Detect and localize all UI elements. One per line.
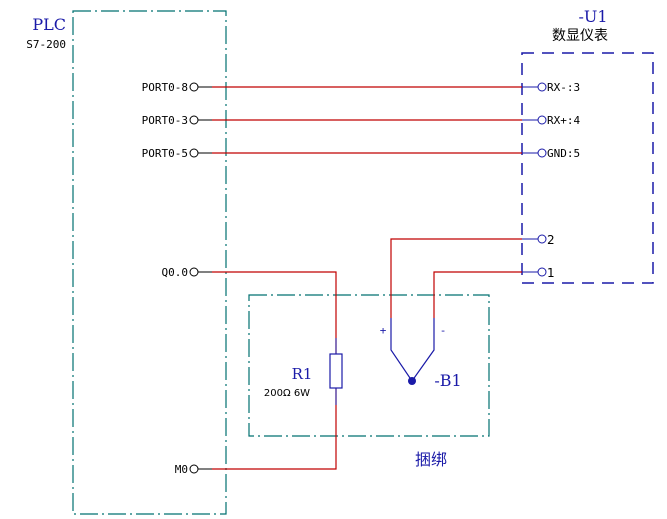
terminal-label: PORT0-8 [142,81,188,94]
meter-terminal-rx-minus: RX-:3 [522,81,580,94]
terminal-label: GND:5 [547,147,580,160]
wire-r1-to-m0 [212,388,337,470]
terminal-circle-icon [537,115,547,125]
wire-q0-0-to-r1 [212,271,337,354]
meter-terminal-rx-plus: RX+:4 [522,114,580,127]
terminal-circle-icon [189,267,199,277]
display-meter-tag: -U1 [578,7,607,26]
plc-terminal-port0-8: PORT0-8 [142,81,212,94]
terminal-label: PORT0-5 [142,147,188,160]
terminal-circle-icon [189,82,199,92]
thermocouple-tag: -B1 [434,371,461,390]
resistor-r1: R1 200Ω 6W [264,338,343,405]
terminal-circle-icon [189,115,199,125]
thermocouple-junction-icon [408,377,416,385]
terminal-label: RX-:3 [547,81,580,94]
thermocouple-b1: + - -B1 [380,238,522,390]
bundle-label: 捆绑 [415,450,447,469]
terminal-circle-icon [189,148,199,158]
thermocouple-plus-label: + [380,324,387,337]
meter-terminal-gnd: GND:5 [522,147,580,160]
terminal-label: PORT0-3 [142,114,188,127]
terminal-label: 1 [547,266,555,280]
terminal-label: RX+:4 [547,114,580,127]
wire-b1-minus-to-t1 [433,271,522,318]
wire-b1-plus-to-t2 [390,238,522,318]
resistor-tag: R1 [292,365,313,383]
terminal-label: 2 [547,233,555,247]
terminal-circle-icon [537,267,547,277]
thermocouple-symbol-icon [390,318,435,383]
plc-model: S7-200 [26,38,66,51]
terminal-circle-icon [189,464,199,474]
resistor-body-icon [329,353,343,389]
plc-title: PLC [32,15,66,34]
bundle-boundary [248,294,490,437]
resistor-rating: 200Ω 6W [264,388,310,399]
display-meter-boundary [521,52,654,284]
plc-terminal-q0-0: Q0.0 [162,266,212,279]
meter-terminal-1: 1 [522,266,555,280]
terminal-label: M0 [175,463,188,476]
terminal-label: Q0.0 [162,266,189,279]
meter-terminal-2: 2 [522,233,555,247]
plc-terminal-port0-5: PORT0-5 [142,147,212,160]
plc-terminal-port0-3: PORT0-3 [142,114,212,127]
display-meter-name: 数显仪表 [552,28,608,44]
plc-boundary [72,10,227,515]
thermocouple-minus-label: - [440,324,447,337]
terminal-circle-icon [537,82,547,92]
terminal-circle-icon [537,148,547,158]
plc-terminal-m0: M0 [175,463,212,476]
terminal-circle-icon [537,234,547,244]
